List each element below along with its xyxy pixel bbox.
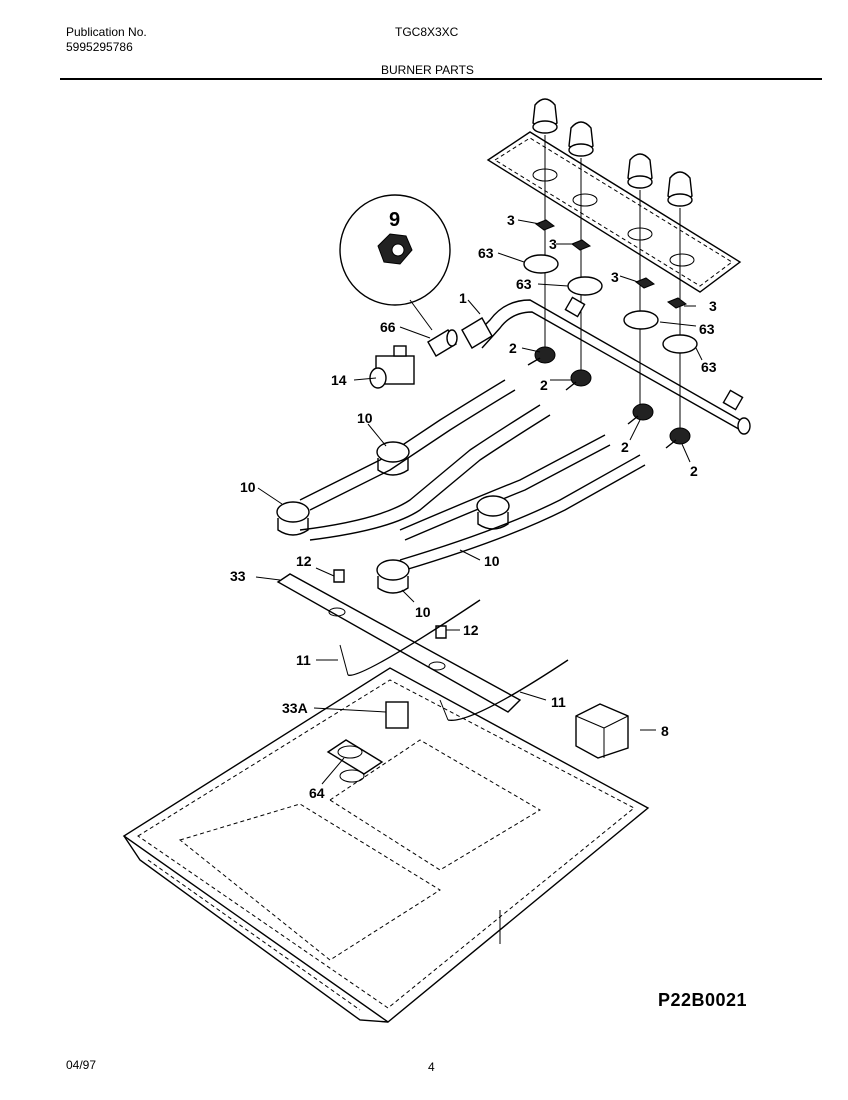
callout-33: 33 (230, 568, 246, 584)
callout-12: 12 (296, 553, 312, 569)
callout-10: 10 (484, 553, 500, 569)
receptacle-33a (385, 701, 409, 729)
footer-date: 04/97 (66, 1058, 97, 1072)
section-title: BURNER PARTS (381, 63, 474, 77)
callout-3: 3 (549, 236, 557, 252)
fitting-66 (427, 329, 458, 357)
callout-8: 8 (661, 723, 669, 739)
callout-63: 63 (701, 359, 717, 375)
callout-2: 2 (621, 439, 629, 455)
callout-3: 3 (507, 212, 515, 228)
regulator-14 (369, 345, 415, 389)
manifold-pipe (461, 296, 751, 435)
callout-64: 64 (309, 785, 325, 801)
control-panel (486, 131, 742, 293)
callout-10: 10 (415, 604, 431, 620)
callout-12: 12 (463, 622, 479, 638)
model-number: TGC8X3XC (395, 25, 459, 39)
callout-14: 14 (331, 372, 347, 388)
igniter-11 (339, 599, 569, 722)
knob-2 (568, 121, 594, 157)
callout-2: 2 (509, 340, 517, 356)
callout-10: 10 (240, 479, 256, 495)
clip-3 (534, 219, 688, 309)
callout-2: 2 (690, 463, 698, 479)
callout-2: 2 (540, 377, 548, 393)
page-number: 4 (428, 1060, 435, 1074)
spark-module-8 (575, 703, 629, 759)
callout-1: 1 (459, 290, 467, 306)
callout-9: 9 (389, 209, 400, 231)
publication-label: Publication No. (66, 25, 147, 39)
clip-12 (333, 569, 447, 639)
callout-3: 3 (709, 298, 717, 314)
diagram-reference-code: P22B0021 (658, 990, 748, 1010)
callout-11: 11 (551, 694, 566, 710)
burner-box (122, 667, 650, 1023)
burner-tubes (276, 379, 646, 594)
seal-63 (523, 254, 698, 354)
detail-circle-9 (339, 194, 451, 331)
callout-63: 63 (478, 245, 494, 261)
burner-bracket-33 (276, 573, 522, 713)
header-rule (60, 78, 822, 80)
valve-2 (527, 346, 691, 449)
knob-4 (667, 171, 693, 207)
knob-1 (532, 98, 558, 134)
leader-lines (255, 219, 703, 785)
callout-33a: 33A (282, 700, 308, 716)
knob-3 (627, 153, 653, 189)
callout-63: 63 (516, 276, 532, 292)
publication-number: 5995295786 (66, 40, 133, 54)
callout-10: 10 (357, 410, 373, 426)
callout-66: 66 (380, 319, 396, 335)
callout-63: 63 (699, 321, 715, 337)
callout-3: 3 (611, 269, 619, 285)
callout-11: 11 (296, 652, 311, 668)
